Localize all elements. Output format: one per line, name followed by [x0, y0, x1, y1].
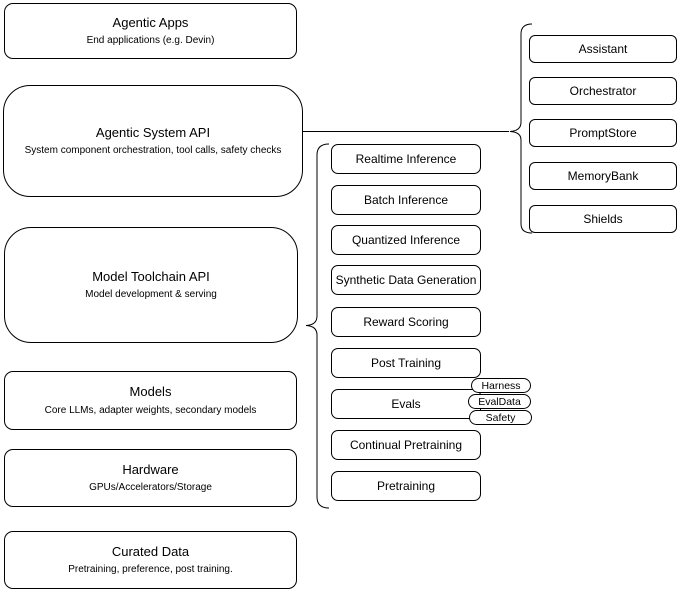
box-subtitle: Core LLMs, adapter weights, secondary mo… — [44, 404, 257, 416]
box-title: Hardware — [122, 461, 179, 477]
box-curated-data: Curated Data Pretraining, preference, po… — [4, 531, 297, 589]
toolchain-item-batch-inference: Batch Inference — [331, 185, 481, 215]
component-memorybank: MemoryBank — [529, 162, 677, 190]
box-subtitle: End applications (e.g. Devin) — [86, 35, 215, 47]
toolchain-brace-icon — [305, 143, 330, 509]
box-title: Agentic Apps — [112, 14, 189, 30]
box-title: Model Toolchain API — [92, 268, 210, 284]
toolchain-item-continual-pretraining: Continual Pretraining — [331, 430, 481, 460]
box-subtitle: Model development & serving — [85, 289, 217, 301]
eval-tag-evaldata: EvalData — [468, 394, 531, 409]
component-promptstore: PromptStore — [529, 119, 677, 147]
system-brace-icon — [509, 23, 533, 234]
box-subtitle: Pretraining, preference, post training. — [68, 564, 233, 576]
box-title: Agentic System API — [95, 124, 211, 140]
toolchain-item-quantized-inference: Quantized Inference — [331, 225, 481, 255]
box-subtitle: GPUs/Accelerators/Storage — [89, 482, 212, 494]
toolchain-item-post-training: Post Training — [331, 348, 481, 378]
box-agentic-system-api: Agentic System API System component orch… — [3, 85, 303, 197]
component-orchestrator: Orchestrator — [529, 77, 677, 105]
toolchain-item-realtime-inference: Realtime Inference — [331, 144, 481, 174]
box-subtitle: System component orchestration, tool cal… — [24, 145, 282, 157]
box-title: Curated Data — [111, 543, 190, 559]
component-shields: Shields — [529, 205, 677, 233]
component-assistant: Assistant — [529, 35, 677, 63]
toolchain-item-evals: Evals — [331, 389, 481, 419]
box-title: Models — [129, 384, 172, 400]
eval-tag-harness: Harness — [471, 378, 531, 393]
box-model-toolchain-api: Model Toolchain API Model development & … — [4, 227, 298, 343]
toolchain-item-reward-scoring: Reward Scoring — [331, 307, 481, 337]
box-hardware: Hardware GPUs/Accelerators/Storage — [4, 449, 297, 507]
toolchain-item-pretraining: Pretraining — [331, 471, 481, 501]
box-models: Models Core LLMs, adapter weights, secon… — [4, 371, 297, 430]
eval-tag-safety: Safety — [469, 410, 532, 425]
box-agentic-apps: Agentic Apps End applications (e.g. Devi… — [4, 3, 297, 59]
toolchain-item-synthetic-data-generation: Synthetic Data Generation — [331, 265, 481, 295]
